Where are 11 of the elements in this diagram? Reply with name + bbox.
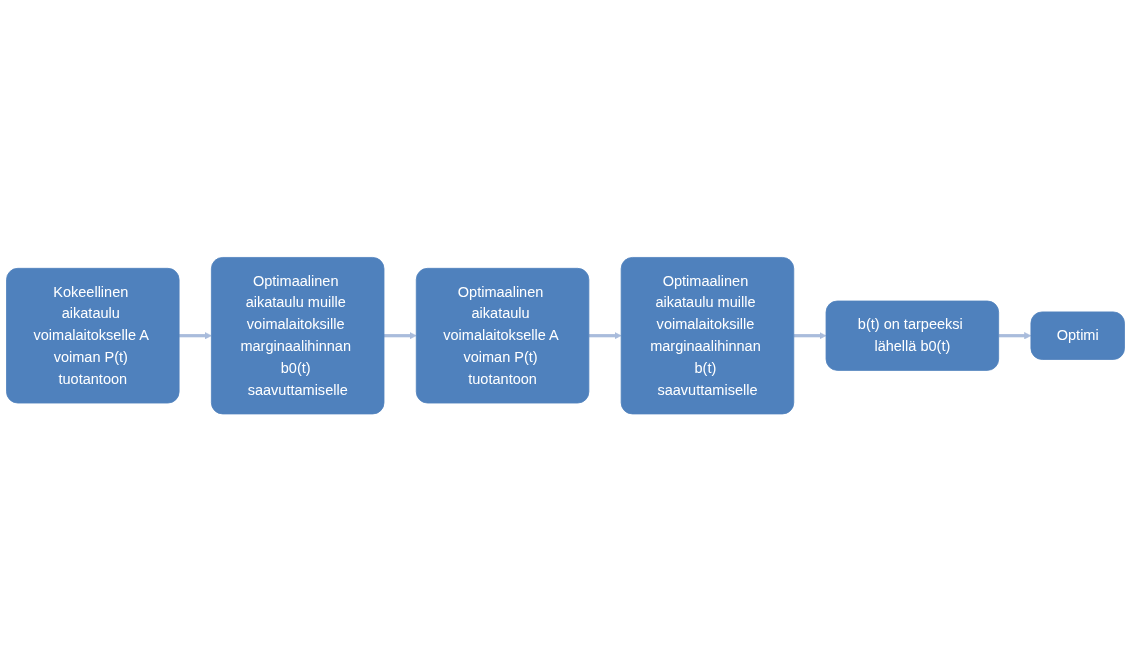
arrow (384, 332, 417, 340)
node-box: Optimaalinen aikataulu muille voimalaitoksille marginaalihinnan b0(t) saavuttamiselle (211, 257, 385, 415)
arrow (179, 332, 212, 340)
node-box: Kokeellinen aikataulu voimalaitokselle A voiman P(t) tuotantoon (6, 268, 180, 404)
node-box: b(t) on tarpeeksi lähellä b0(t) (825, 300, 1000, 372)
node-box: Optimaalinen aikataulu voimalaitokselle A voiman P(t) tuotantoon (415, 268, 590, 404)
arrow (588, 332, 622, 340)
node-box: Optimaalinen aikataulu muille voimalaitoksille marginaalihinnan b(t) saavuttamiselle (620, 257, 795, 415)
arrow (793, 332, 827, 340)
arrow (998, 332, 1032, 340)
node-box: Optimi (1030, 311, 1125, 361)
